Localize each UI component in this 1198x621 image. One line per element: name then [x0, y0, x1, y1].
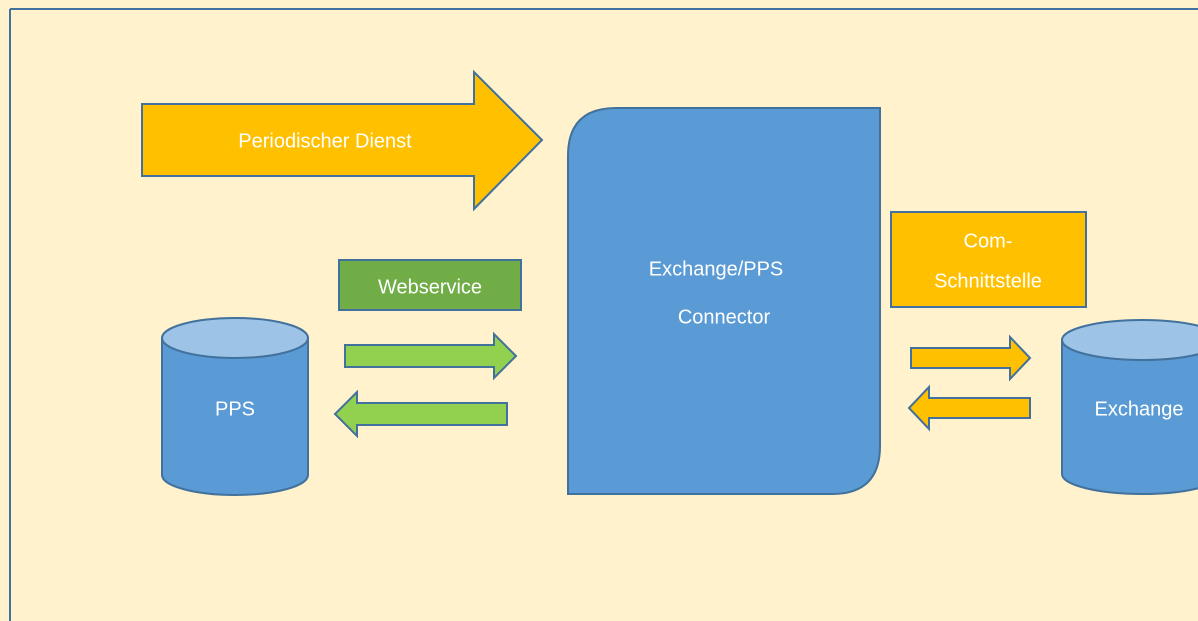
webservice-label: Webservice — [378, 276, 482, 298]
connector-label-line1: Exchange/PPS — [649, 258, 784, 280]
com-interface-label-line1: Com- — [964, 230, 1013, 252]
periodic-service-label: Periodischer Dienst — [238, 130, 412, 152]
com-interface-box: Com- Schnittstelle — [890, 211, 1087, 308]
exchange-database: Exchange — [1061, 319, 1198, 495]
com-interface-label-line2: Schnittstelle — [934, 270, 1042, 292]
webservice-arrow-right — [344, 331, 518, 381]
connector-label-line2: Connector — [678, 306, 771, 328]
connector-box: Exchange/PPS Connector — [567, 107, 881, 495]
com-arrow-left — [907, 384, 1031, 432]
webservice-arrow-left — [333, 389, 508, 439]
pps-database-label: PPS — [215, 398, 255, 420]
pps-database: PPS — [161, 317, 309, 496]
webservice-box: Webservice — [338, 259, 522, 311]
com-arrow-right — [910, 334, 1032, 382]
periodic-service-arrow: Periodischer Dienst — [141, 69, 544, 212]
exchange-database-label: Exchange — [1095, 398, 1184, 420]
